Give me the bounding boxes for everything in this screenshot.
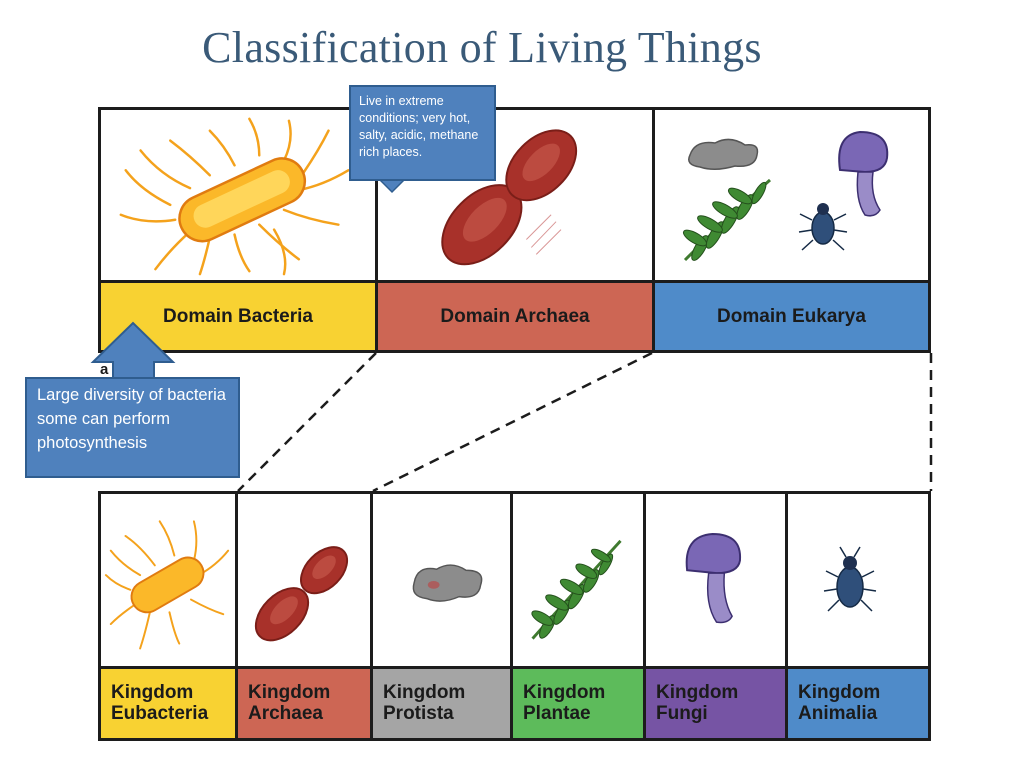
kingdom-label-archaea: Kingdom Archaea xyxy=(238,666,370,738)
domain-label-eukarya: Domain Eukarya xyxy=(655,280,928,350)
eukarya-group-icon xyxy=(655,110,928,280)
domain-cell-archaea: Domain Archaea xyxy=(378,110,655,350)
eubacteria-icon xyxy=(101,494,235,666)
kingdom-label-line1: Kingdom xyxy=(523,682,606,703)
kingdom-label-line2: Plantae xyxy=(523,703,591,724)
kingdom-label-line1: Kingdom xyxy=(656,682,739,703)
archaea-icon xyxy=(238,494,370,666)
kingdom-label-fungi: Kingdom Fungi xyxy=(646,666,785,738)
kingdom-cell-plantae: Kingdom Plantae xyxy=(513,494,646,738)
kingdom-label-line2: Archaea xyxy=(248,703,323,724)
page-title: Classification of Living Things xyxy=(0,22,1024,73)
kingdom-label-protista: Kingdom Protista xyxy=(373,666,510,738)
kingdom-label-line1: Kingdom xyxy=(111,682,194,703)
kingdom-cell-archaea: Kingdom Archaea xyxy=(238,494,373,738)
domain-label-bacteria: Domain Bacteria xyxy=(101,280,375,350)
callout-archaea: Live in extreme conditions; very hot, sa… xyxy=(349,85,496,181)
mushroom-icon xyxy=(646,494,785,666)
kingdom-cell-animalia: Kingdom Animalia xyxy=(788,494,928,738)
kingdom-label-line2: Protista xyxy=(383,703,454,724)
kingdom-label-line1: Kingdom xyxy=(248,682,331,703)
kingdom-cell-eubacteria: Kingdom Eubacteria xyxy=(101,494,238,738)
kingdom-label-line1: Kingdom xyxy=(798,682,881,703)
protist-blob-icon xyxy=(373,494,510,666)
kingdom-label-line1: Kingdom xyxy=(383,682,466,703)
archaea-double-cell-icon xyxy=(378,110,652,280)
page-title-text: Classification of Living Things xyxy=(202,23,762,72)
connector-line-middle xyxy=(372,351,653,493)
kingdom-cell-protista: Kingdom Protista xyxy=(373,494,513,738)
kingdom-label-animalia: Kingdom Animalia xyxy=(788,666,928,738)
kingdom-label-line2: Animalia xyxy=(798,703,878,724)
kingdom-label-plantae: Kingdom Plantae xyxy=(513,666,643,738)
partial-label: a xyxy=(100,361,109,378)
kingdom-label-line2: Fungi xyxy=(656,703,708,724)
kingdom-cell-fungi: Kingdom Fungi xyxy=(646,494,788,738)
domain-table: Domain Bacteria Domain Archaea xyxy=(98,107,931,353)
kingdom-label-line2: Eubacteria xyxy=(111,703,209,724)
kingdom-label-eubacteria: Kingdom Eubacteria xyxy=(101,666,235,738)
domain-cell-bacteria: Domain Bacteria xyxy=(101,110,378,350)
beetle-icon xyxy=(788,494,928,666)
fern-leaf-icon xyxy=(513,494,643,666)
domain-cell-eukarya: Domain Eukarya xyxy=(655,110,928,350)
connector-line-left xyxy=(237,352,377,492)
kingdom-table: Kingdom Eubacteria Kingdom Archaea Kingd… xyxy=(98,491,931,741)
callout-bacteria: Large diversity of bacteria some can per… xyxy=(25,377,240,478)
bacterium-rod-flagella-icon xyxy=(101,110,375,280)
domain-label-archaea: Domain Archaea xyxy=(378,280,652,350)
